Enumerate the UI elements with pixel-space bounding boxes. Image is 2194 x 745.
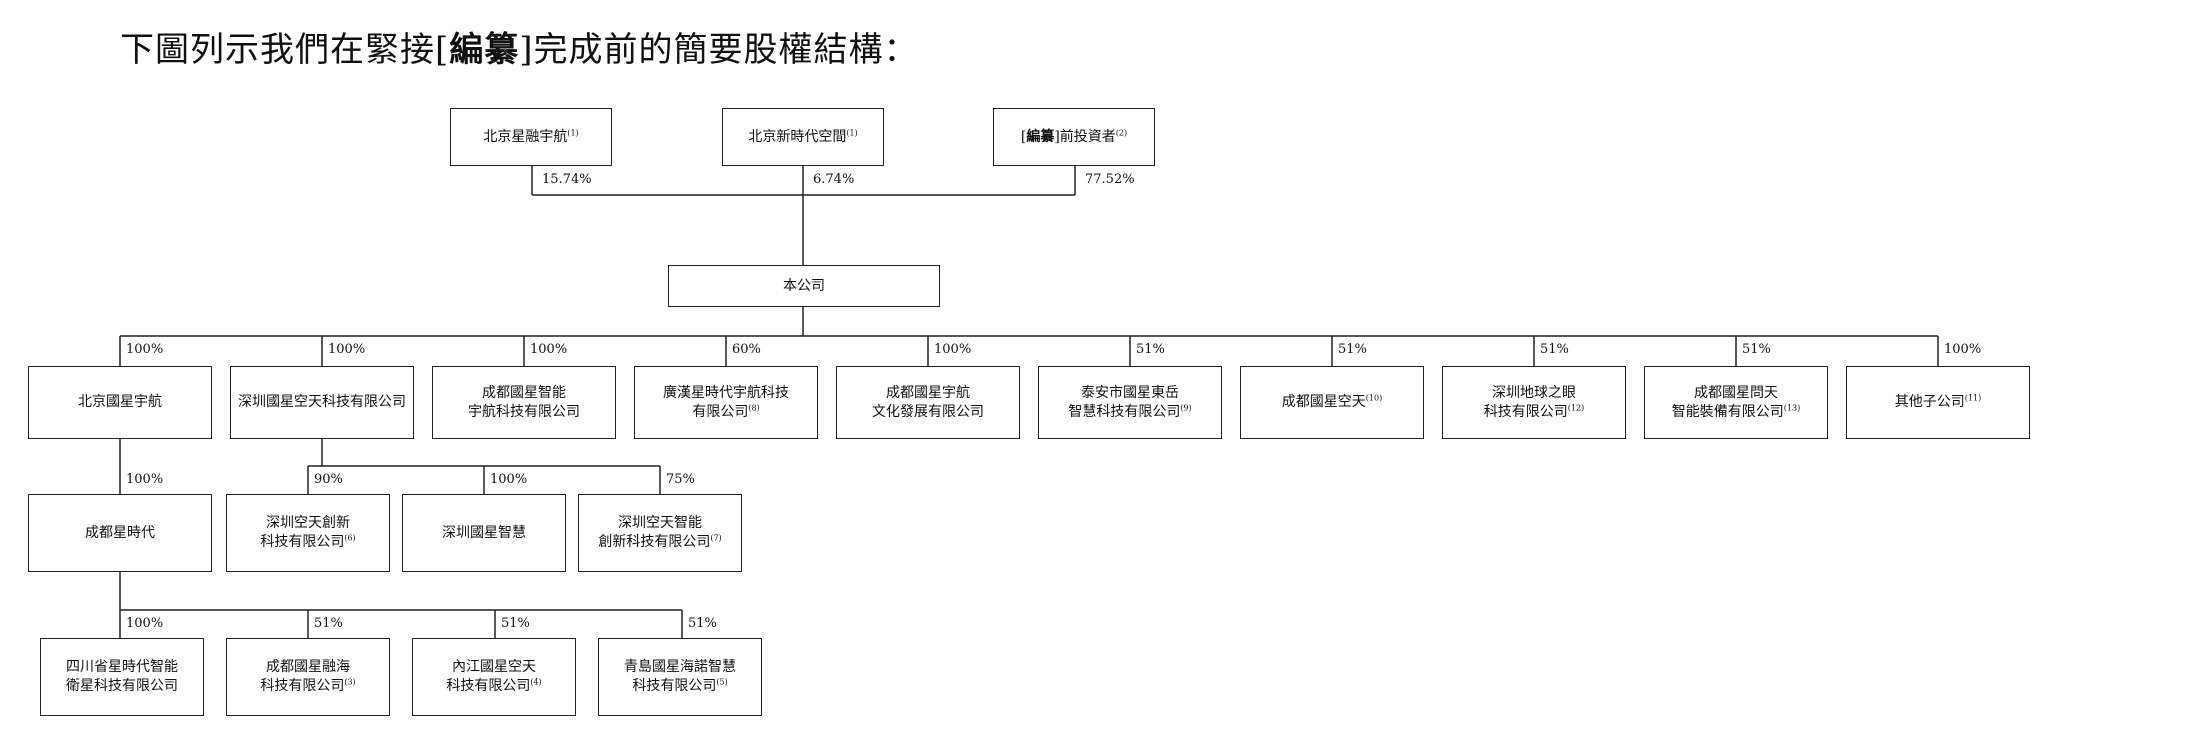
- ownership-percentage: 77.52%: [1085, 172, 1135, 187]
- entity-name-line: 深圳空天智能: [618, 515, 702, 531]
- subsidiary-box: 成都國星宇航文化發展有限公司: [836, 366, 1020, 439]
- ownership-percentage: 51%: [1540, 342, 1569, 357]
- chengdu-child-box: 青島國星海諾智慧科技有限公司(5): [598, 638, 762, 716]
- ownership-percentage: 100%: [934, 342, 972, 357]
- title-text-after: ]完成前的簡要股權結構：: [519, 30, 919, 70]
- name-prefix: [: [1020, 128, 1027, 145]
- footnote-marker: (8): [748, 402, 760, 412]
- ownership-percentage: 51%: [1338, 342, 1367, 357]
- entity-name-line: 泰安市國星東岳: [1081, 384, 1179, 401]
- entity-name-line: 科技有限公司(5): [632, 677, 728, 694]
- ownership-percentage: 100%: [1944, 342, 1982, 357]
- subsidiary-box: 其他子公司(11): [1846, 366, 2030, 439]
- entity-name-line: 智能裝備有限公司(13): [1671, 402, 1801, 420]
- subsidiary-box: 成都國星智能宇航科技有限公司: [432, 366, 616, 439]
- ownership-percentage: 6.74%: [813, 172, 855, 187]
- entity-name-line: 科技有限公司(12): [1483, 402, 1585, 420]
- title-text-before: 下圖列示我們在緊接[: [120, 30, 450, 70]
- footnote-marker: (1): [846, 127, 858, 137]
- entity-name-line: 科技有限公司(3): [260, 677, 356, 694]
- title-text-bold: 編纂: [449, 30, 520, 70]
- subsidiary-box: 北京國星宇航: [28, 366, 212, 439]
- footnote-marker: (11): [1964, 393, 1982, 403]
- ownership-percentage: 100%: [126, 342, 164, 357]
- subsidiary-box: 廣漢星時代宇航科技有限公司(8): [634, 366, 818, 439]
- entity-name-line: 北京國星宇航: [78, 394, 162, 410]
- entity-name-line: 成都國星融海: [266, 659, 350, 675]
- subsidiary-box: 泰安市國星東岳智慧科技有限公司(9): [1038, 366, 1222, 439]
- ownership-percentage: 51%: [1136, 342, 1165, 357]
- subsidiary-box: 成都國星問天智能裝備有限公司(13): [1644, 366, 1828, 439]
- entity-name-line: 北京新時代空間(1): [748, 127, 858, 145]
- footnote-marker: (6): [344, 533, 356, 543]
- entity-name-line: 北京星融宇航(1): [483, 127, 579, 145]
- company-box: 本公司: [668, 265, 940, 307]
- entity-name-line: 衛星科技有限公司: [66, 678, 178, 694]
- entity-name-line: [編纂]前投資者(2): [1021, 128, 1127, 147]
- page-title: 下圖列示我們在緊接[編纂]完成前的簡要股權結構：: [120, 22, 919, 71]
- footnote-marker: (7): [710, 533, 722, 543]
- ownership-percentage: 100%: [328, 342, 366, 357]
- entity-name-line: 深圳國星空天科技有限公司: [238, 394, 406, 410]
- beijing-child-box: 成都星時代: [28, 494, 212, 572]
- entity-name-line: 本公司: [783, 277, 825, 294]
- entity-name-line: 深圳地球之眼: [1492, 384, 1576, 401]
- ownership-percentage: 51%: [314, 616, 343, 631]
- ownership-percentage: 51%: [501, 616, 530, 631]
- name-suffix: ]前投資者: [1054, 128, 1116, 145]
- shenzhen-child-box: 深圳空天智能創新科技有限公司(7): [578, 494, 742, 572]
- entity-name-line: 成都國星宇航: [886, 384, 970, 401]
- entity-name-line: 文化發展有限公司: [872, 403, 984, 420]
- ownership-percentage: 51%: [688, 616, 717, 631]
- chengdu-child-box: 內江國星空天科技有限公司(4): [412, 638, 576, 716]
- footnote-marker: (2): [1115, 127, 1128, 137]
- entity-name-line: 深圳空天創新: [266, 515, 350, 531]
- ownership-percentage: 15.74%: [542, 172, 592, 187]
- ownership-percentage: 51%: [1742, 342, 1771, 357]
- footnote-marker: (10): [1365, 393, 1383, 403]
- footnote-marker: (13): [1783, 402, 1801, 412]
- entity-name-line: 深圳國星智慧: [442, 524, 526, 541]
- entity-name-line: 其他子公司(11): [1894, 393, 1982, 410]
- shareholder-box: 北京新時代空間(1): [722, 108, 884, 166]
- ownership-percentage: 100%: [490, 472, 528, 487]
- ownership-percentage: 100%: [126, 616, 164, 631]
- ownership-percentage: 90%: [314, 472, 343, 487]
- name-bold: 編纂: [1026, 128, 1055, 145]
- entity-name-line: 智慧科技有限公司(9): [1068, 402, 1192, 420]
- entity-name-line: 有限公司(8): [692, 402, 760, 420]
- chengdu-child-box: 四川省星時代智能衛星科技有限公司: [40, 638, 204, 716]
- entity-name-line: 科技有限公司(4): [446, 677, 542, 694]
- subsidiary-box: 成都國星空天(10): [1240, 366, 1424, 439]
- entity-name-line: 成都星時代: [85, 524, 155, 541]
- entity-name-line: 成都國星問天: [1694, 384, 1778, 401]
- entity-name-line: 宇航科技有限公司: [468, 403, 580, 420]
- ownership-percentage: 100%: [126, 472, 164, 487]
- footnote-marker: (4): [530, 677, 542, 687]
- entity-name-line: 內江國星空天: [452, 659, 536, 675]
- entity-name-line: 創新科技有限公司(7): [598, 533, 722, 550]
- ownership-percentage: 60%: [732, 342, 761, 357]
- entity-name-line: 廣漢星時代宇航科技: [663, 384, 789, 401]
- shareholder-box: 北京星融宇航(1): [450, 108, 612, 166]
- shenzhen-child-box: 深圳國星智慧: [402, 494, 566, 572]
- entity-name-line: 青島國星海諾智慧: [624, 659, 736, 675]
- shareholder-box: [編纂]前投資者(2): [993, 108, 1155, 166]
- footnote-marker: (12): [1567, 402, 1585, 412]
- shenzhen-child-box: 深圳空天創新科技有限公司(6): [226, 494, 390, 572]
- ownership-percentage: 100%: [530, 342, 568, 357]
- entity-name-line: 科技有限公司(6): [260, 533, 356, 550]
- subsidiary-box: 深圳地球之眼科技有限公司(12): [1442, 366, 1626, 439]
- footnote-marker: (9): [1180, 402, 1192, 412]
- entity-name-line: 成都國星智能: [482, 384, 566, 401]
- ownership-percentage: 75%: [666, 472, 695, 487]
- footnote-marker: (3): [344, 677, 356, 687]
- entity-name-line: 成都國星空天(10): [1281, 393, 1383, 410]
- chengdu-child-box: 成都國星融海科技有限公司(3): [226, 638, 390, 716]
- subsidiary-box: 深圳國星空天科技有限公司: [230, 366, 414, 439]
- entity-name-line: 四川省星時代智能: [66, 659, 178, 675]
- footnote-marker: (1): [567, 127, 579, 137]
- footnote-marker: (5): [716, 677, 728, 687]
